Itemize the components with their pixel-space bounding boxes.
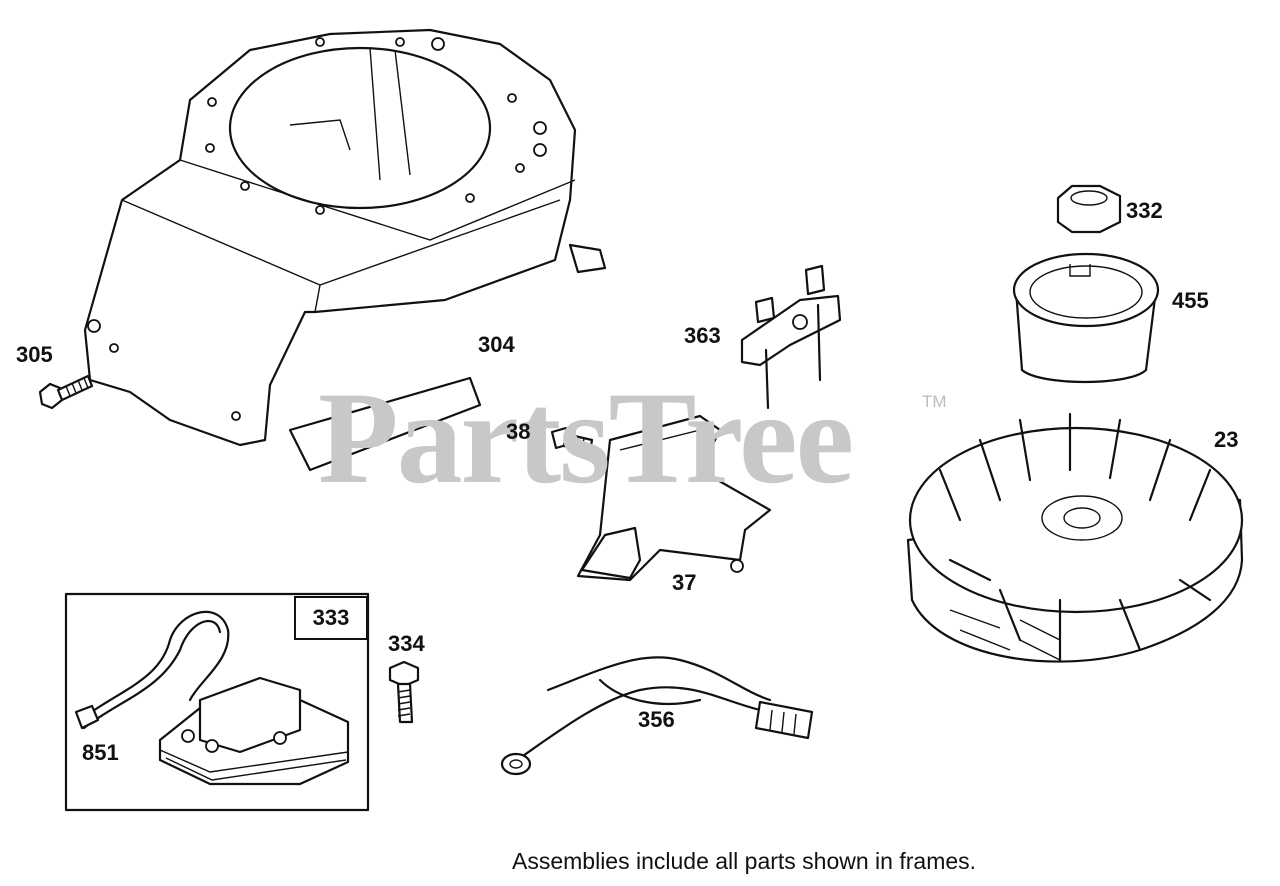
callout-356: 356: [638, 707, 675, 732]
callout-305: 305: [16, 342, 53, 367]
armature-part-333: [74, 610, 350, 786]
callout-334: 334: [388, 631, 425, 656]
flywheel-part-23: [906, 412, 1244, 663]
assembly-caption: Assemblies include all parts shown in fr…: [512, 848, 977, 874]
callout-851: 851: [82, 740, 119, 765]
screw-part-305: [38, 374, 94, 410]
callout-23: 23: [1214, 427, 1239, 452]
callout-304: 304: [478, 332, 515, 357]
parts-tree-watermark: PartsTree: [318, 364, 854, 511]
callout-38: 38: [506, 419, 531, 444]
blower-housing-part-304: [83, 28, 607, 472]
nut-part-332: [1056, 184, 1122, 234]
trademark-mark: TM: [922, 392, 947, 411]
shield-part-37: [576, 414, 772, 582]
callout-37: 37: [672, 570, 697, 595]
bracket-part-363: [740, 264, 842, 410]
screw-part-38: [550, 426, 594, 454]
frame-label-333: 333: [294, 596, 368, 640]
callout-455: 455: [1172, 288, 1209, 313]
bolt-part-334: [388, 660, 420, 724]
ground-wire-part-356: [500, 656, 814, 776]
cup-part-455: [1012, 252, 1160, 384]
callout-363: 363: [684, 323, 721, 348]
callout-332: 332: [1126, 198, 1163, 223]
armature-frame-333: [64, 592, 370, 812]
